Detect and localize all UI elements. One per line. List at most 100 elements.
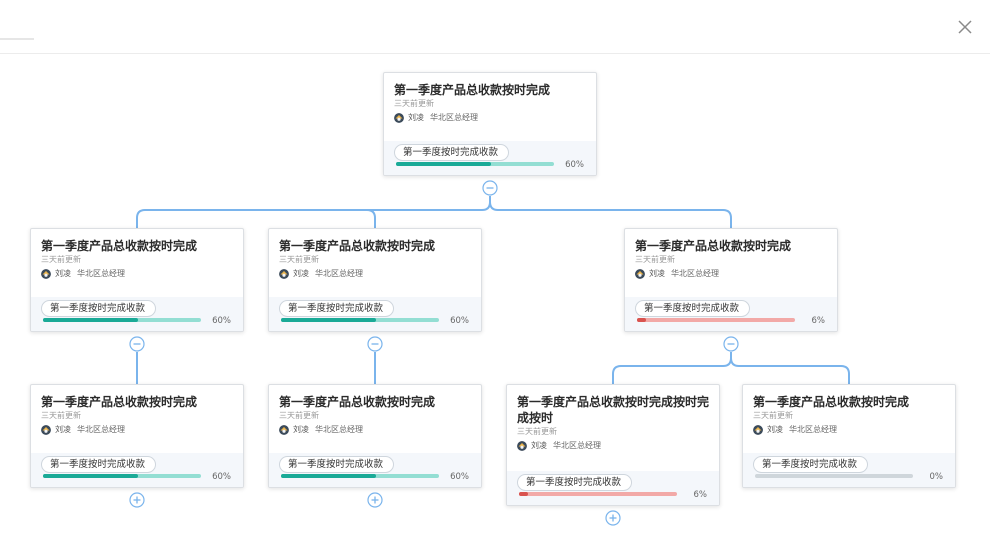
key-result-footer: 第一季度按时完成收款 6% bbox=[507, 471, 719, 505]
progress-label: 60% bbox=[212, 316, 231, 326]
avatar-icon bbox=[41, 425, 51, 435]
objective-card[interactable]: 第一季度产品总收款按时完成按时完成按时三天前更新刘凌华北区总经理第一季度按时完成… bbox=[506, 384, 720, 506]
key-result-tag[interactable]: 第一季度按时完成收款 bbox=[394, 144, 510, 161]
objective-card[interactable]: 第一季度产品总收款按时完成三天前更新刘凌华北区总经理第一季度按时完成收款 60% bbox=[268, 228, 482, 332]
key-result-footer: 第一季度按时完成收款 60% bbox=[269, 297, 481, 331]
expand-node-button[interactable] bbox=[367, 492, 383, 508]
key-result-tag[interactable]: 第一季度按时完成收款 bbox=[41, 300, 157, 317]
progress-label: 6% bbox=[811, 316, 826, 326]
owner-role: 华北区总经理 bbox=[315, 269, 363, 278]
owner-role: 华北区总经理 bbox=[315, 425, 363, 434]
owner-name: 刘凌 bbox=[293, 425, 309, 434]
progress-fill bbox=[43, 474, 138, 478]
owner-name: 刘凌 bbox=[293, 269, 309, 278]
objective-title: 第一季度产品总收款按时完成 bbox=[394, 83, 551, 97]
owner-name: 刘凌 bbox=[55, 425, 71, 434]
progress-bar bbox=[281, 474, 439, 478]
tree-connector-line bbox=[489, 201, 732, 228]
updated-time: 三天前更新 bbox=[41, 411, 81, 420]
avatar-icon bbox=[635, 269, 645, 279]
key-result-footer: 第一季度按时完成收款 6% bbox=[625, 297, 837, 331]
owner-role: 华北区总经理 bbox=[430, 113, 478, 122]
owner-name: 刘凌 bbox=[408, 113, 424, 122]
avatar-icon bbox=[41, 269, 51, 279]
key-result-tag[interactable]: 第一季度按时完成收款 bbox=[517, 474, 633, 491]
key-result-footer: 第一季度按时完成收款 0% bbox=[743, 453, 955, 487]
owner-name: 刘凌 bbox=[649, 269, 665, 278]
owner-info: 刘凌华北区总经理 bbox=[517, 440, 709, 452]
owner-name: 刘凌 bbox=[767, 425, 783, 434]
owner-info: 刘凌华北区总经理 bbox=[753, 424, 945, 436]
collapse-node-button[interactable] bbox=[129, 336, 145, 352]
progress-bar bbox=[43, 318, 201, 322]
collapse-node-button[interactable] bbox=[367, 336, 383, 352]
progress-bar bbox=[519, 492, 677, 496]
tree-connector-line bbox=[612, 352, 732, 384]
updated-time: 三天前更新 bbox=[753, 411, 793, 420]
objective-card[interactable]: 第一季度产品总收款按时完成三天前更新刘凌华北区总经理第一季度按时完成收款 60% bbox=[30, 228, 244, 332]
progress-fill bbox=[637, 318, 647, 322]
owner-role: 华北区总经理 bbox=[789, 425, 837, 434]
expand-node-button[interactable] bbox=[605, 510, 621, 526]
minus-circle-icon bbox=[723, 336, 739, 352]
progress-fill bbox=[396, 162, 491, 166]
key-result-tag[interactable]: 第一季度按时完成收款 bbox=[41, 456, 157, 473]
objective-title: 第一季度产品总收款按时完成 bbox=[635, 239, 792, 253]
minus-circle-icon bbox=[129, 336, 145, 352]
owner-info: 刘凌华北区总经理 bbox=[635, 268, 827, 280]
progress-bar bbox=[43, 474, 201, 478]
owner-role: 华北区总经理 bbox=[77, 269, 125, 278]
key-result-tag[interactable]: 第一季度按时完成收款 bbox=[279, 456, 395, 473]
plus-circle-icon bbox=[129, 492, 145, 508]
dialog-header bbox=[0, 0, 990, 54]
progress-label: 60% bbox=[565, 160, 584, 170]
owner-info: 刘凌华北区总经理 bbox=[41, 268, 233, 280]
objective-title: 第一季度产品总收款按时完成 bbox=[279, 239, 436, 253]
updated-time: 三天前更新 bbox=[279, 411, 319, 420]
key-result-tag[interactable]: 第一季度按时完成收款 bbox=[279, 300, 395, 317]
expand-node-button[interactable] bbox=[129, 492, 145, 508]
owner-info: 刘凌华北区总经理 bbox=[279, 424, 471, 436]
owner-role: 华北区总经理 bbox=[671, 269, 719, 278]
key-result-footer: 第一季度按时完成收款 60% bbox=[31, 453, 243, 487]
progress-label: 60% bbox=[450, 472, 469, 482]
progress-label: 6% bbox=[693, 490, 708, 500]
owner-info: 刘凌华北区总经理 bbox=[394, 112, 586, 124]
objective-title: 第一季度产品总收款按时完成 bbox=[41, 239, 198, 253]
progress-fill bbox=[519, 492, 529, 496]
objective-title: 第一季度产品总收款按时完成 bbox=[753, 395, 910, 409]
owner-role: 华北区总经理 bbox=[553, 441, 601, 450]
owner-info: 刘凌华北区总经理 bbox=[279, 268, 471, 280]
collapse-node-button[interactable] bbox=[482, 180, 498, 196]
avatar-icon bbox=[517, 441, 527, 451]
minus-circle-icon bbox=[482, 180, 498, 196]
progress-label: 0% bbox=[929, 472, 944, 482]
tree-connector-line bbox=[136, 196, 491, 228]
close-icon bbox=[958, 20, 972, 34]
owner-name: 刘凌 bbox=[55, 269, 71, 278]
tree-connector-line bbox=[730, 357, 850, 384]
key-result-footer: 第一季度按时完成收款 60% bbox=[31, 297, 243, 331]
updated-time: 三天前更新 bbox=[279, 255, 319, 264]
updated-time: 三天前更新 bbox=[635, 255, 675, 264]
key-result-tag[interactable]: 第一季度按时完成收款 bbox=[753, 456, 869, 473]
progress-bar bbox=[637, 318, 795, 322]
progress-label: 60% bbox=[212, 472, 231, 482]
objective-title: 第一季度产品总收款按时完成按时完成按时 bbox=[517, 395, 710, 425]
key-result-footer: 第一季度按时完成收款 60% bbox=[384, 141, 596, 175]
objective-card[interactable]: 第一季度产品总收款按时完成三天前更新刘凌华北区总经理第一季度按时完成收款 0% bbox=[742, 384, 956, 488]
tree-connector-line bbox=[366, 209, 376, 228]
collapse-node-button[interactable] bbox=[723, 336, 739, 352]
updated-time: 三天前更新 bbox=[41, 255, 81, 264]
key-result-tag[interactable]: 第一季度按时完成收款 bbox=[635, 300, 751, 317]
progress-bar bbox=[281, 318, 439, 322]
key-result-footer: 第一季度按时完成收款 60% bbox=[269, 453, 481, 487]
header-divider bbox=[0, 38, 34, 40]
close-button[interactable] bbox=[954, 16, 976, 38]
objective-card[interactable]: 第一季度产品总收款按时完成三天前更新刘凌华北区总经理第一季度按时完成收款 6% bbox=[624, 228, 838, 332]
progress-fill bbox=[281, 318, 376, 322]
progress-label: 60% bbox=[450, 316, 469, 326]
